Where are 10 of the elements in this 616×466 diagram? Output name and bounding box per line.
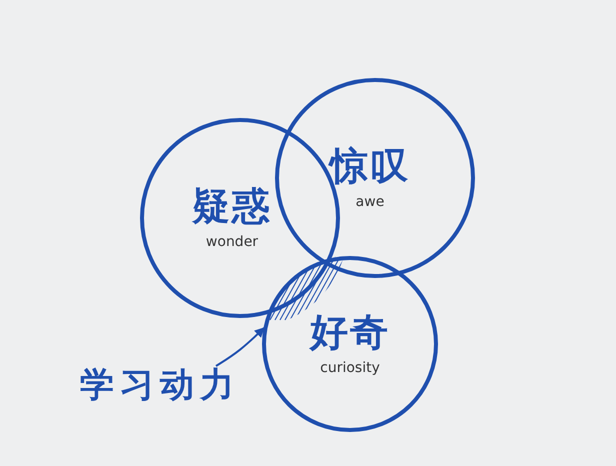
node-label: curiosity bbox=[320, 360, 380, 376]
arrow bbox=[215, 327, 265, 367]
node-label: 疑惑 bbox=[192, 186, 272, 228]
node-label: awe bbox=[356, 194, 384, 210]
node-label: wonder bbox=[206, 234, 258, 250]
circle bbox=[275, 78, 475, 278]
node-label: 好奇 bbox=[310, 312, 390, 354]
circle bbox=[262, 256, 438, 432]
node-label: 学习动力 bbox=[80, 367, 240, 405]
node-label: 惊叹 bbox=[330, 146, 410, 188]
